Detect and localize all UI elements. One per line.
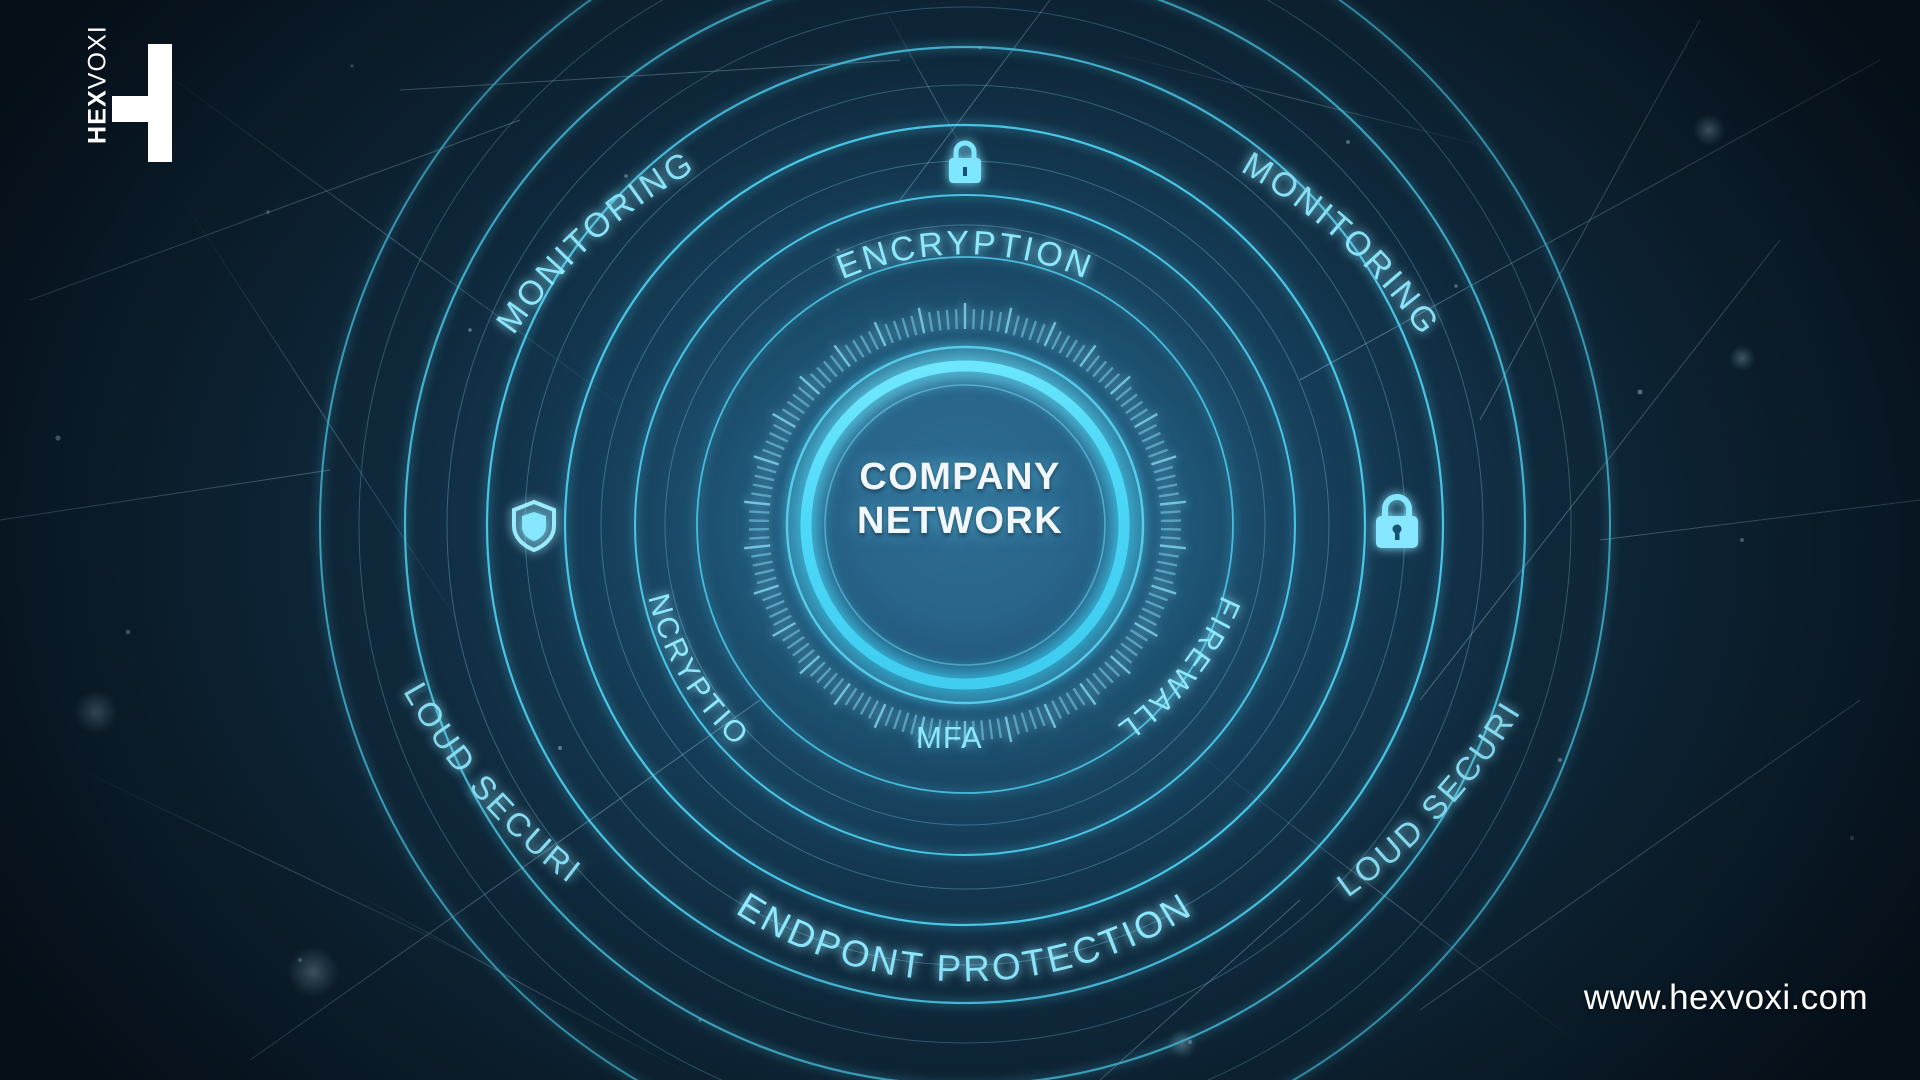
brand-logo-hex: HEX [83,89,112,144]
lock-right-icon-group [1376,494,1418,548]
brand-logo-voxi: VOXI [83,25,112,90]
label-cloud-security-right: CLOUD SECURITY [0,0,1525,904]
brand-logo[interactable]: HEXVOXI [58,17,178,162]
label-firewall: FIREWALL [1110,592,1246,748]
brand-logo-wordmark: HEXVOXI [84,17,113,153]
label-encryption-top: ENCRYPTION [831,224,1098,287]
label-monitoring-right: MONITORING [1236,145,1448,343]
website-url[interactable]: www.hexvoxi.com [1583,978,1868,1017]
lock-top-icon-group [949,140,981,183]
core-disc [815,375,1115,675]
label-monitoring-left: MONITORING [489,143,701,340]
shield-left-icon-group [512,499,556,553]
logo-mark-horizontal-bar [112,96,156,122]
label-mfa: MFA [916,720,983,755]
brand-logo-mark [112,44,172,162]
